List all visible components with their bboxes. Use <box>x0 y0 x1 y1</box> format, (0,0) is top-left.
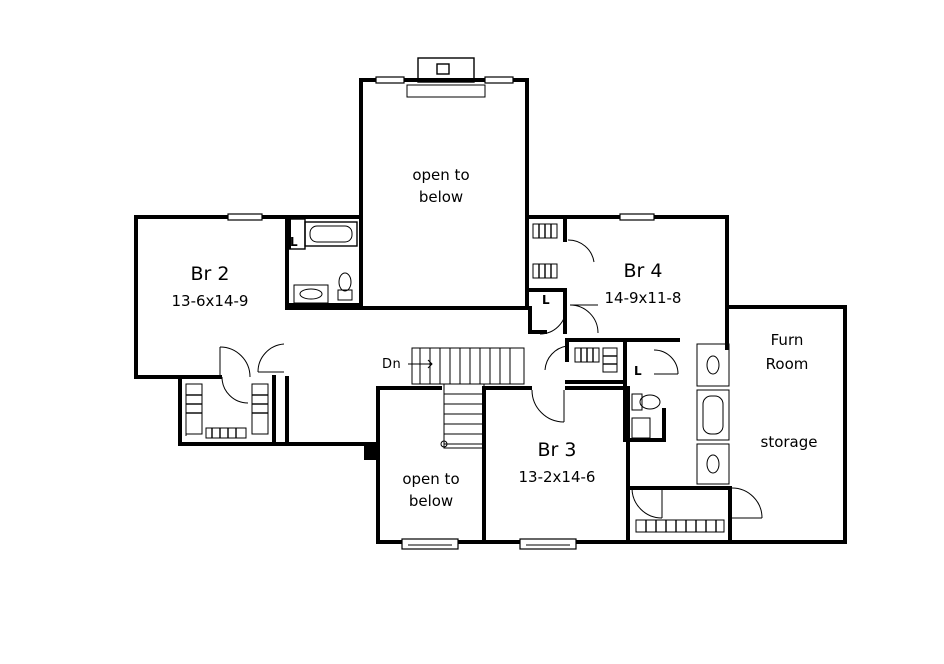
open-to-below-top-room <box>359 76 529 310</box>
br4-room <box>525 213 729 350</box>
window <box>401 538 459 550</box>
br2-name: Br 2 <box>191 263 230 285</box>
stair-down-label: Dn <box>382 357 401 372</box>
open-to-below-bottom-label-2: below <box>409 492 453 510</box>
linen-closet-label: L <box>634 364 642 378</box>
window <box>619 213 655 221</box>
bath-upper-left <box>285 215 363 307</box>
open-to-below-top-label-1: open to <box>412 166 469 184</box>
staircase[interactable] <box>408 347 525 449</box>
linen-closet-label: L <box>290 235 298 249</box>
br4-size: 14-9x11-8 <box>605 289 682 307</box>
window <box>484 76 514 84</box>
upper-hall <box>272 303 567 460</box>
open-to-below-bottom-room <box>376 386 486 550</box>
bath-fixtures-right <box>696 343 730 485</box>
window <box>227 213 263 221</box>
window <box>519 538 577 550</box>
br4-closet <box>525 215 595 292</box>
furn-room-storage <box>725 305 847 544</box>
br4-name: Br 4 <box>624 260 663 282</box>
br3-closet <box>626 486 732 544</box>
open-to-below-bottom-label-1: open to <box>402 470 459 488</box>
linen-closet-label: L <box>542 293 550 307</box>
br2-closet <box>178 375 276 446</box>
window <box>375 76 405 84</box>
br2-size: 13-6x14-9 <box>172 292 249 310</box>
open-to-below-top-label-2: below <box>419 188 463 206</box>
br3-name: Br 3 <box>538 439 577 461</box>
storage-label: storage <box>761 433 818 451</box>
br2-room <box>134 213 292 379</box>
br3-size: 13-2x14-6 <box>519 468 596 486</box>
bath-center-right <box>544 338 679 442</box>
furn-room-label-2: Room <box>766 355 809 373</box>
furn-room-label-1: Furn <box>771 331 804 349</box>
